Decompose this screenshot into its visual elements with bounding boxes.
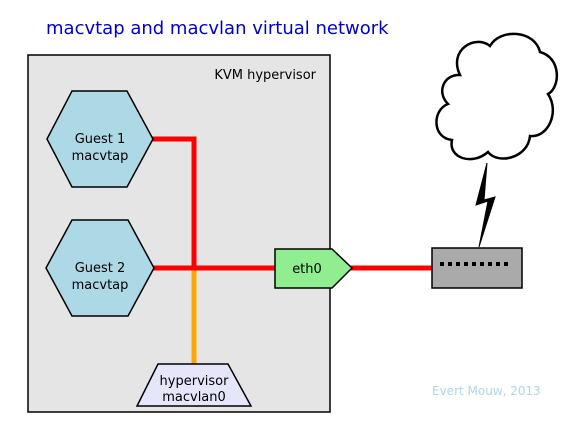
link-guest1 xyxy=(150,136,197,268)
network-switch-icon xyxy=(431,247,523,289)
credit-text: Evert Mouw, 2013 xyxy=(432,384,541,398)
guest2-node: Guest 2 macvtap xyxy=(45,219,155,317)
guest1-label: Guest 1 xyxy=(75,132,126,147)
guest1-node: Guest 1 macvtap xyxy=(46,90,154,188)
lightning-bolt-icon xyxy=(475,162,496,248)
eth0-label: eth0 xyxy=(292,262,322,277)
macvlan-sublabel: macvlan0 xyxy=(162,390,226,405)
cloud-icon xyxy=(435,32,559,161)
guest2-sublabel: macvtap xyxy=(72,278,129,293)
eth0-node: eth0 xyxy=(274,248,354,289)
hypervisor-label: KVM hypervisor xyxy=(214,68,316,83)
guest1-sublabel: macvtap xyxy=(72,149,129,164)
guest2-label: Guest 2 xyxy=(75,261,126,276)
macvlan-label: hypervisor xyxy=(160,374,230,389)
macvlan-node: hypervisor macvlan0 xyxy=(135,363,253,407)
diagram-title: macvtap and macvlan virtual network xyxy=(46,18,389,39)
